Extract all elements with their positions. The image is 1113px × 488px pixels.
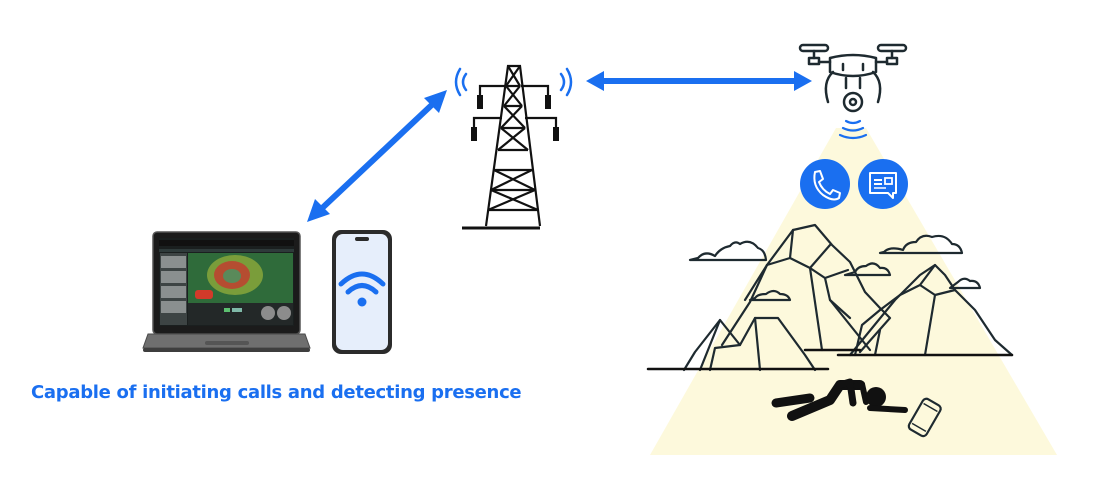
- phone-call-icon: [800, 159, 850, 209]
- drone-icon: [798, 43, 908, 113]
- mountains-illustration: [646, 223, 1014, 372]
- phone-icon: [332, 230, 392, 354]
- caption-text: Capable of initiating calls and detectin…: [31, 382, 522, 403]
- laptop-icon: [142, 231, 311, 352]
- drone-signal-icon: [838, 119, 868, 140]
- link-tower-drone-arrow: [586, 71, 812, 91]
- wifi-icon: [338, 271, 386, 307]
- drone-scan-beam: [650, 128, 1057, 455]
- link-laptop-tower-arrow: [307, 90, 447, 222]
- tower-icon: [462, 64, 559, 230]
- fallen-person-icon: [771, 378, 908, 421]
- tower-signal-left-icon: [454, 67, 468, 97]
- tower-signal-right-icon: [559, 67, 573, 97]
- message-icon: [858, 159, 908, 209]
- mobile-phone-icon: [907, 397, 942, 438]
